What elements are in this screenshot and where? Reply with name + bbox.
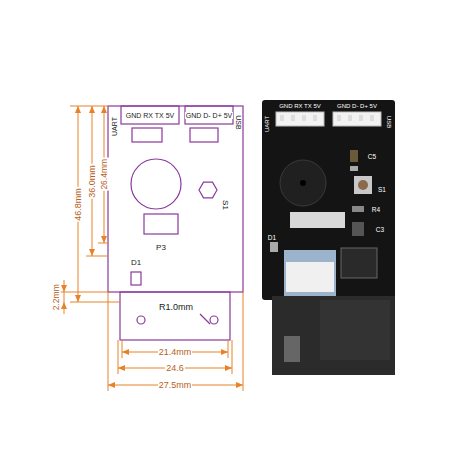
hole-radius: R1.0mm xyxy=(158,303,194,312)
mount-hole xyxy=(137,316,145,324)
board-outline xyxy=(108,106,243,292)
pin-names: GND D- D+ 5V xyxy=(185,112,233,119)
board-photo xyxy=(262,100,395,375)
silkscreen-text: GND RX TX 5V xyxy=(278,103,322,109)
usb-header xyxy=(185,106,233,124)
part-name: D1 xyxy=(130,259,142,267)
button-outline xyxy=(199,182,217,198)
leader-line xyxy=(200,314,210,324)
pad xyxy=(190,128,218,142)
dimension: 36.0mm xyxy=(87,164,96,199)
scanner-outline xyxy=(120,292,230,340)
part-name: S1 xyxy=(221,199,229,211)
header-name: USB xyxy=(235,114,242,130)
silkscreen-text: UART xyxy=(264,115,270,133)
dimension: 21.4mm xyxy=(158,348,193,357)
silkscreen-text: C3 xyxy=(375,227,385,234)
led-d1 xyxy=(131,272,141,285)
silkscreen-text: R4 xyxy=(371,207,381,214)
header-name: UART xyxy=(111,116,118,137)
dimension: 26.4mm xyxy=(100,158,109,191)
silkscreen-text: C5 xyxy=(367,154,377,161)
silkscreen-text: GND D- D+ 5V xyxy=(336,103,378,109)
dimension: 27.5mm xyxy=(158,381,193,390)
part-name: P3 xyxy=(155,244,167,252)
pin-names: GND RX TX 5V xyxy=(125,112,176,119)
silkscreen-text: D1 xyxy=(267,235,277,242)
buzzer-outline xyxy=(131,159,181,209)
connector-p3 xyxy=(144,214,178,234)
mount-hole xyxy=(210,316,218,324)
silkscreen-text: USB xyxy=(386,115,392,129)
dimension: 46.8mm xyxy=(73,187,82,222)
uart-header xyxy=(121,106,179,124)
dimension: 2.2mm xyxy=(52,283,61,311)
dimension: 24.6 xyxy=(165,364,185,373)
pad xyxy=(132,128,162,142)
silkscreen-text: S1 xyxy=(377,187,387,194)
